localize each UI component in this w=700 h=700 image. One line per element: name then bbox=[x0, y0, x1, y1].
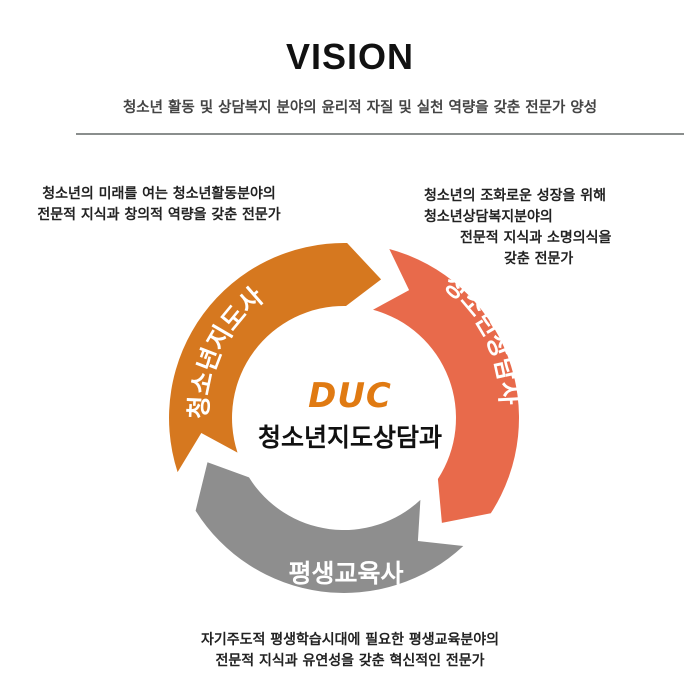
youth-counselor-segment bbox=[373, 249, 520, 523]
description-line: 자기주도적 평생학습시대에 필요한 평생교육분야의 bbox=[201, 632, 499, 648]
vision-title: VISION bbox=[285, 36, 415, 77]
description-line: 전문적 지식과 소명의식을 bbox=[460, 230, 612, 246]
divider-line bbox=[76, 133, 684, 135]
youth-instructor-description: 청소년의 미래를 여는 청소년활동분야의 전문적 지식과 창의적 역량을 갖춘 … bbox=[4, 184, 314, 226]
description-line: 청소년상담복지분야의 bbox=[424, 209, 553, 225]
youth-instructor-segment bbox=[169, 242, 382, 473]
description-line: 전문적 지식과 유연성을 갖춘 혁신적인 전문가 bbox=[215, 653, 485, 669]
youth-counselor-description: 청소년의 조화로운 성장을 위해 청소년상담복지분야의 전문적 지식과 소명의식… bbox=[392, 186, 682, 270]
vision-subtitle: 청소년 활동 및 상담복지 분야의 윤리적 자질 및 실천 역량을 갖춘 전문가… bbox=[122, 100, 598, 116]
description-line: 전문적 지식과 창의적 역량을 갖춘 전문가 bbox=[37, 207, 281, 223]
lifelong-educator-segment bbox=[195, 462, 464, 593]
lifelong-educator-description: 자기주도적 평생학습시대에 필요한 평생교육분야의 전문적 지식과 유연성을 갖… bbox=[100, 630, 600, 672]
description-line: 청소년의 조화로운 성장을 위해 bbox=[424, 188, 607, 204]
lifelong-educator-label: 평생교육사 bbox=[288, 559, 403, 588]
department-name: 청소년지도상담과 bbox=[257, 423, 442, 452]
duc-logo: DUC bbox=[308, 376, 392, 416]
description-line: 청소년의 미래를 여는 청소년활동분야의 bbox=[42, 186, 276, 202]
description-line: 갖춘 전문가 bbox=[504, 251, 574, 267]
